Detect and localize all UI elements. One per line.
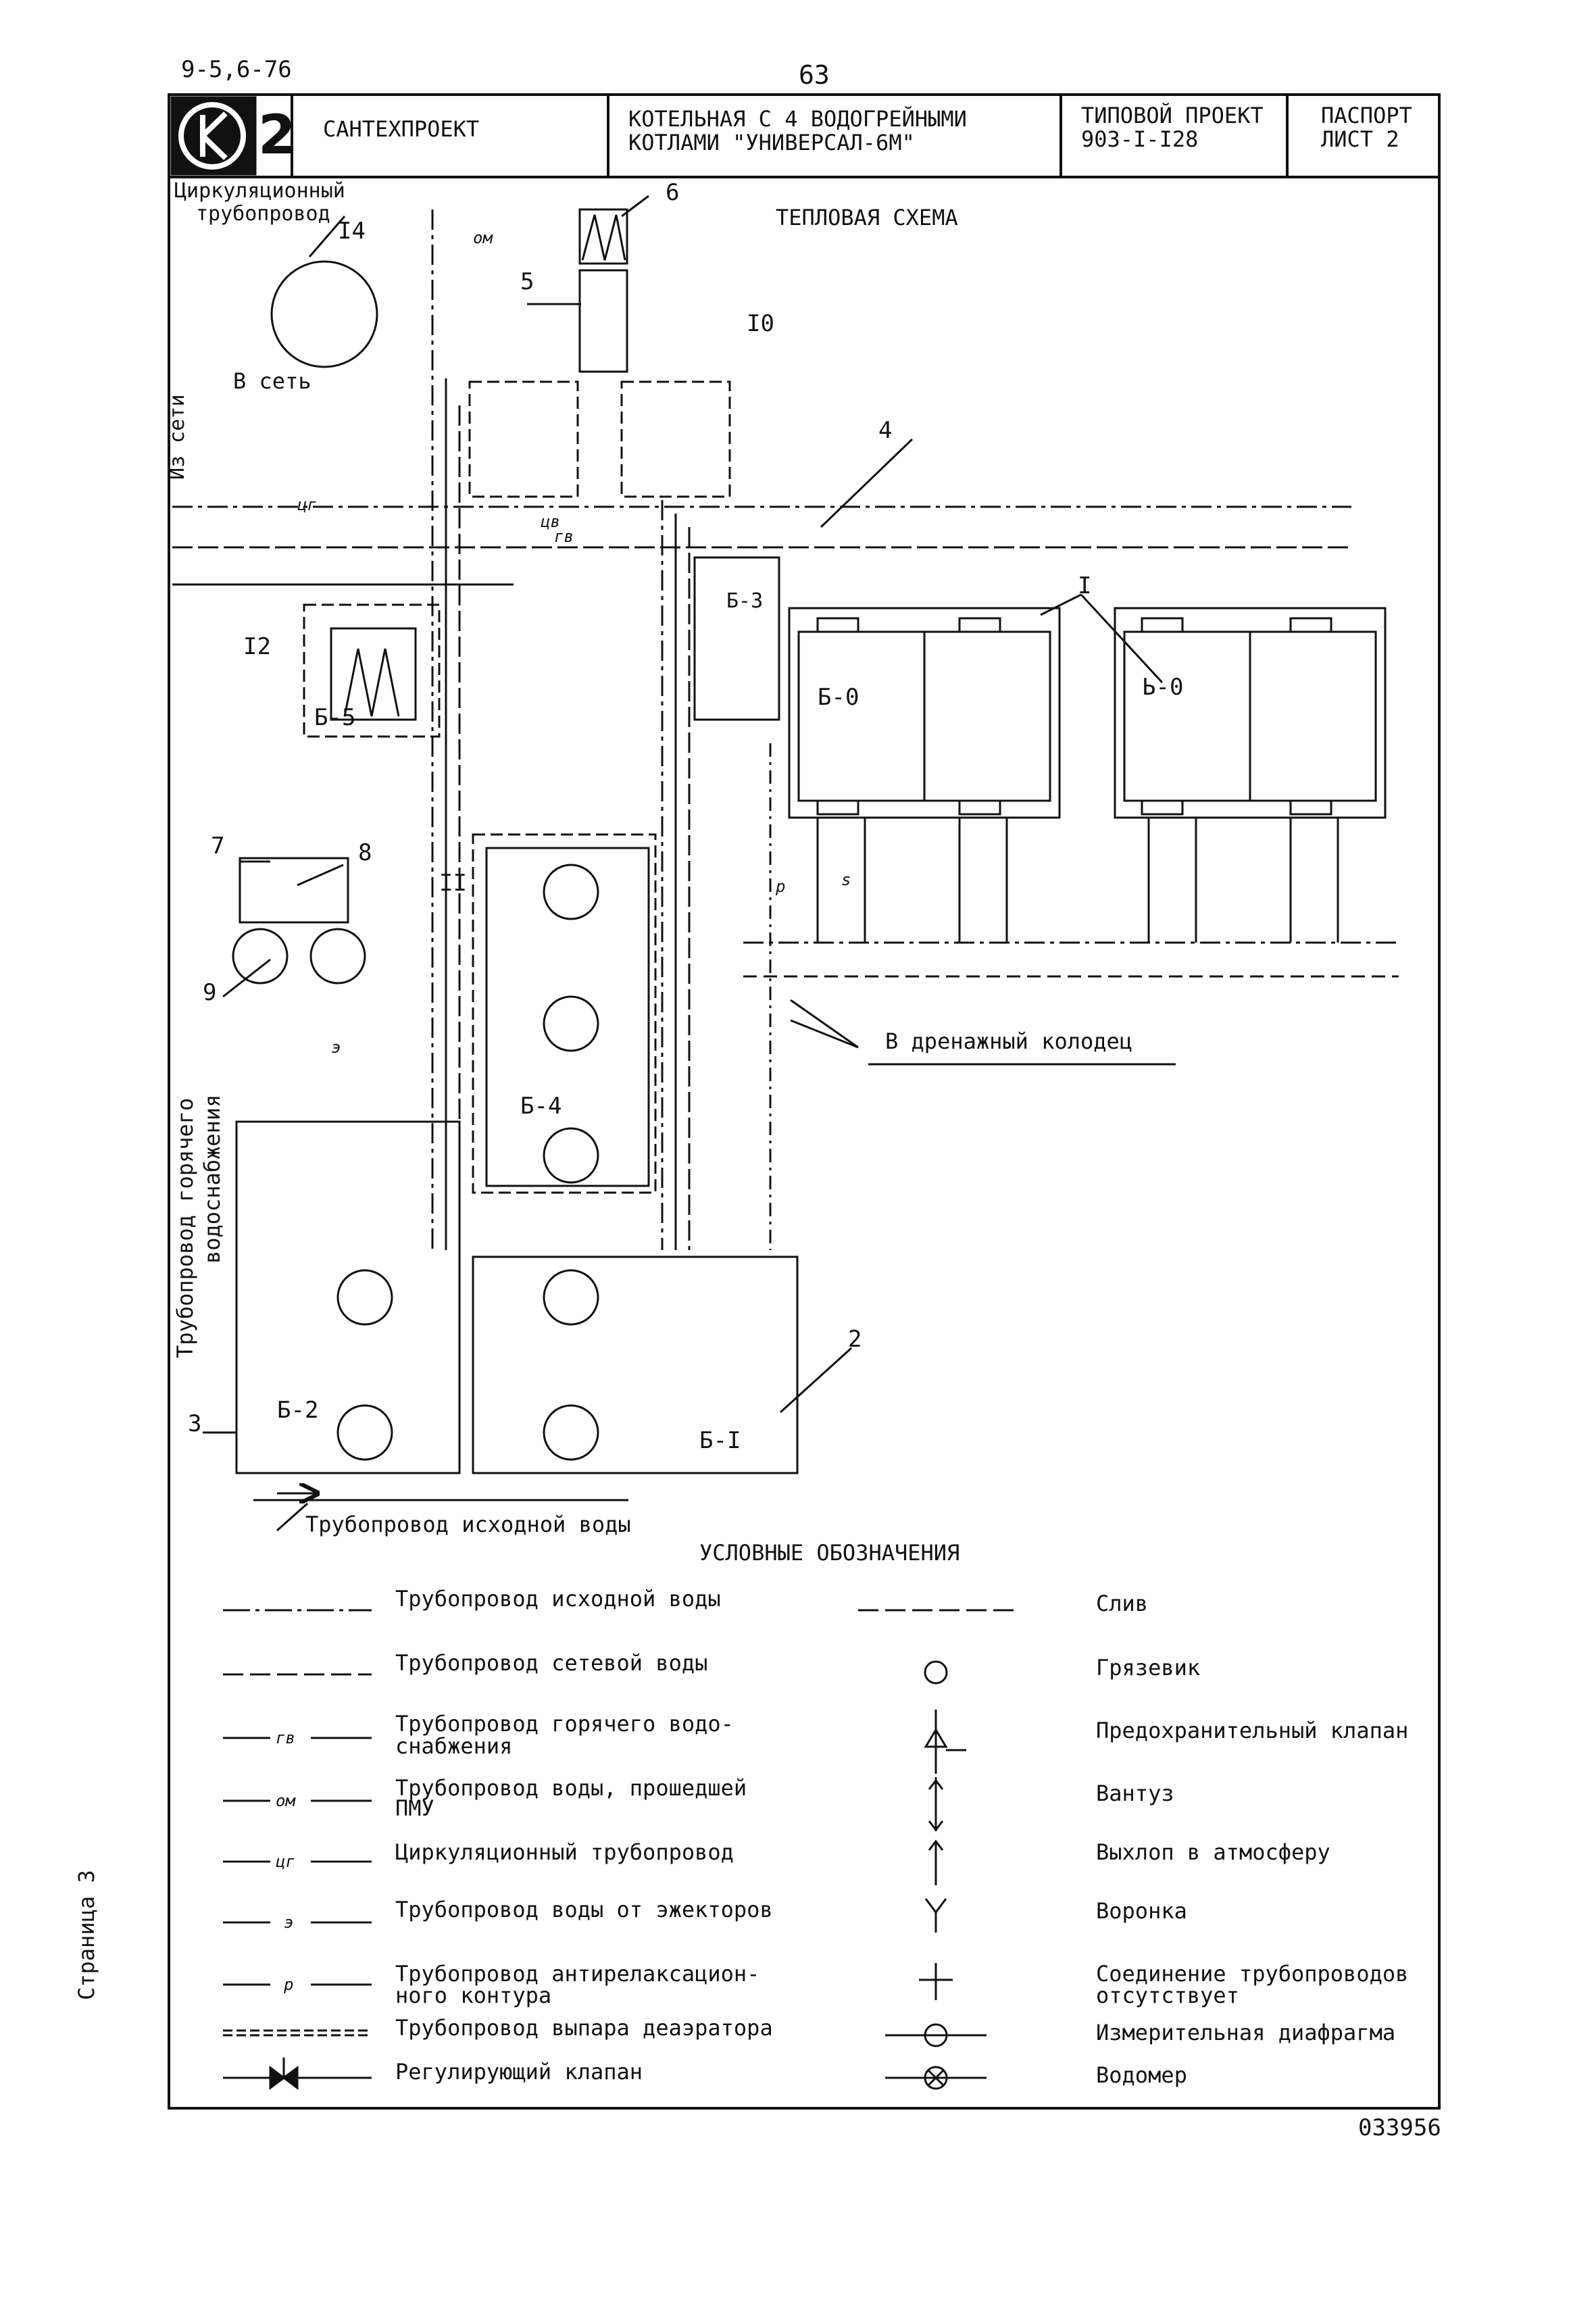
organization-name: САНТЕХПРОЕКТ: [323, 116, 480, 142]
tank-14: [270, 260, 378, 368]
legend-item-anti-relax-1: Трубопровод антирелаксацион-: [395, 1961, 760, 1987]
side-page-label: Страница 3: [74, 1870, 99, 2000]
legend-item-drain: Слив: [1096, 1591, 1149, 1616]
legend-left-code-3: цг: [276, 1852, 295, 1871]
diagram-title: ТЕПЛОВАЯ СХЕМА: [776, 205, 958, 230]
pipe-code-gv: гв: [554, 527, 574, 546]
item-number-4: 4: [878, 417, 893, 444]
item-number-11: II: [439, 870, 467, 897]
block-b1: [472, 1255, 799, 1474]
block-b1-label: Б-I: [699, 1427, 741, 1454]
item-number-5: 5: [520, 268, 534, 295]
legend-left-code-2: ом: [276, 1791, 295, 1810]
boiler-b0-right: [1114, 607, 1387, 819]
item-number-1: I: [1078, 572, 1092, 599]
raw-water-pipe-label: Трубопровод исходной воды: [305, 1512, 631, 1537]
item-number-3: 3: [188, 1410, 202, 1437]
legend-item-no-connection-2: отсутствует: [1096, 1983, 1239, 2008]
legend-item-pmu-water-1: Трубопровод воды, прошедшей: [395, 1775, 747, 1801]
legend-item-deaerator-vapor: Трубопровод выпара деаэратора: [395, 2015, 773, 2041]
pipe-code-cg: цг: [297, 495, 317, 514]
standard-project-label: ТИПОВОЙ ПРОЕКТ: [1081, 103, 1264, 128]
legend-left-code-1: гв: [276, 1728, 295, 1747]
block-b2-label: Б-2: [277, 1397, 319, 1424]
archive-number: 033956: [1358, 2114, 1441, 2141]
legend-item-orifice: Измерительная диафрагма: [1096, 2020, 1396, 2045]
standard-project-number: 903-I-I28: [1081, 126, 1199, 152]
block-b5-label: Б-5: [314, 704, 356, 731]
block-b3-label: Б-3: [726, 589, 764, 613]
legend-item-no-connection-1: Соединение трубопроводов: [1096, 1961, 1409, 1987]
block-b0-right-label: Ь-0: [1142, 674, 1184, 701]
legend-item-circulation: Циркуляционный трубопровод: [395, 1839, 734, 1865]
legend-item-atmosphere-exhaust: Выхлоп в атмосферу: [1096, 1839, 1330, 1865]
legend-title: УСЛОВНЫЕ ОБОЗНАЧЕНИЯ: [699, 1540, 960, 1566]
pipe-code-om: ом: [473, 228, 493, 247]
circulation-pipe-label-1: Циркуляционный: [174, 179, 345, 203]
legend-item-hot-water-2: снабжения: [395, 1733, 513, 1759]
legend-left-code-5: р: [284, 1975, 294, 1994]
item-number-14: I4: [338, 218, 366, 245]
pipe-code-s: s: [841, 870, 851, 889]
pipe-code-r: р: [776, 877, 786, 896]
logo-number: 2: [258, 103, 296, 166]
legend-item-raw-water: Трубопровод исходной воды: [395, 1586, 721, 1612]
legend-left-code-4: э: [284, 1913, 294, 1932]
boiler-b0-left: [788, 607, 1061, 819]
legend-item-pmu-water-2: ПМУ: [395, 1795, 434, 1821]
legend-item-funnel: Воронка: [1096, 1898, 1187, 1924]
hot-water-pipe-label-1: Трубопровод горячего: [172, 1097, 198, 1358]
from-network-label: Из сети: [166, 394, 189, 480]
project-title-line1: КОТЕЛЬНАЯ С 4 ВОДОГРЕЙНЫМИ: [628, 106, 967, 132]
block-b4-label: Б-4: [520, 1093, 562, 1120]
legend-item-control-valve: Регулирующий клапан: [395, 2059, 643, 2085]
legend-item-water-meter: Водомер: [1096, 2062, 1187, 2088]
hot-water-pipe-label-2: водоснабжения: [199, 1094, 225, 1264]
document-code: 9-5,6-76: [181, 56, 292, 83]
legend-item-ejector-water: Трубопровод воды от эжекторов: [395, 1897, 773, 1922]
block-b0-left-label: Б-0: [818, 684, 859, 711]
sheet-frame: [168, 93, 1441, 2110]
deaerator-5: [578, 269, 628, 373]
circulation-pipe-label-2: трубопровод: [196, 202, 330, 226]
block-b2: [235, 1120, 461, 1474]
pipe-code-e: э: [331, 1038, 341, 1057]
ejector-block-8: [239, 857, 349, 924]
item-number-7: 7: [211, 832, 225, 860]
project-title-line2: КОТЛАМИ "УНИВЕРСАЛ-6М": [628, 130, 915, 155]
drain-well-label: В дренажный колодец: [885, 1028, 1133, 1054]
item-number-12: I2: [243, 633, 271, 660]
sheet-number: ЛИСТ 2: [1321, 126, 1399, 152]
item-number-6: 6: [666, 179, 680, 206]
item-number-2: 2: [848, 1326, 862, 1353]
sheet-type: ПАСПОРТ: [1321, 103, 1412, 128]
legend-item-air-vent: Вантуз: [1096, 1781, 1174, 1806]
item-number-10: I0: [747, 310, 774, 337]
item-number-8: 8: [358, 839, 372, 866]
page-number: 63: [799, 60, 830, 90]
item-number-9: 9: [203, 979, 217, 1006]
legend-item-hot-water-1: Трубопровод горячего водо-: [395, 1711, 734, 1737]
pipe-code-tsv: цв: [541, 512, 560, 531]
to-network-label: В сеть: [233, 368, 311, 394]
legend-item-network-water: Трубопровод сетевой воды: [395, 1650, 708, 1676]
legend-item-anti-relax-2: ного контура: [395, 1983, 552, 2008]
legend-item-safety-valve: Предохранительный клапан: [1096, 1718, 1409, 1743]
legend-item-mud-trap: Грязевик: [1096, 1655, 1201, 1681]
